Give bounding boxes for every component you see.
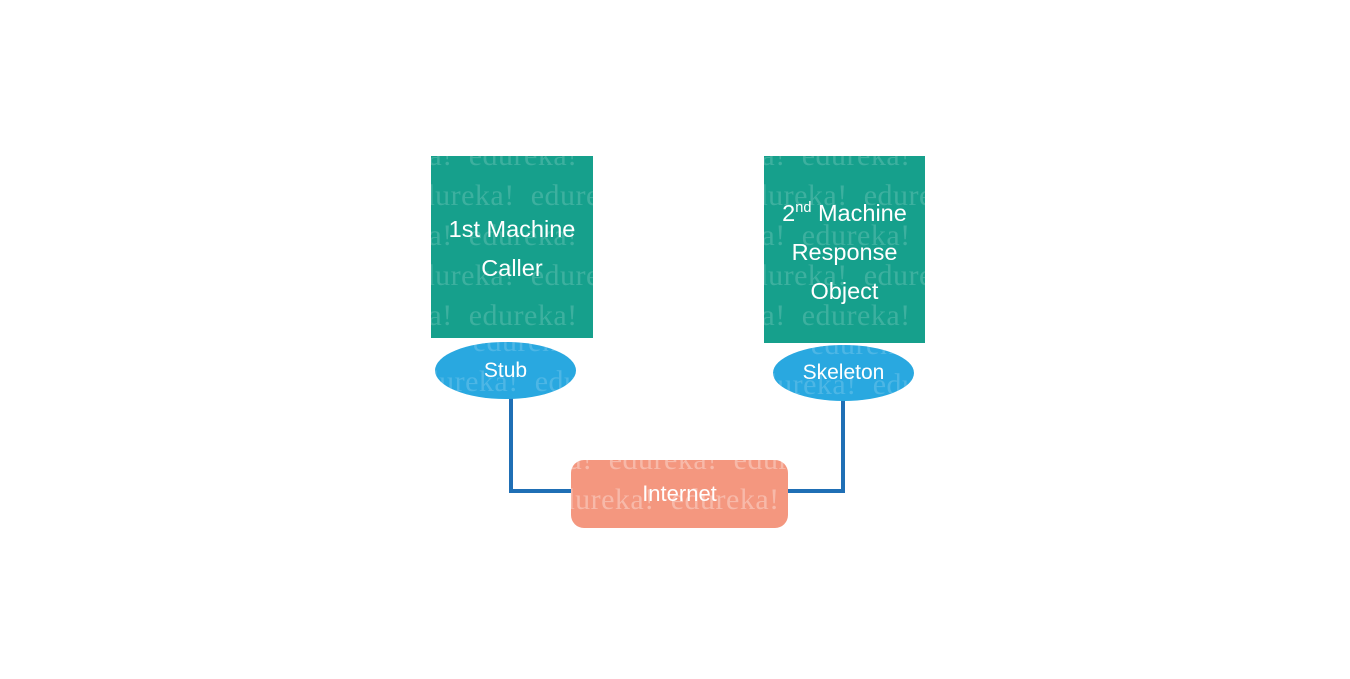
stub-label: Stub <box>483 358 528 382</box>
watermark-pattern: edureka! edureka! edureka! edureka! edur… <box>773 345 914 401</box>
watermark-pattern: edureka! edureka! edureka! edureka! edur… <box>431 156 593 332</box>
internet-node[interactable]: edureka! edureka! edureka! edureka! edur… <box>571 460 788 528</box>
connector-skeleton-horizontal <box>781 489 845 493</box>
connector-stub-vertical <box>509 392 513 493</box>
stub-node[interactable]: edureka! edureka! edureka! edureka! edur… <box>435 342 576 399</box>
machine-box-first[interactable]: edureka! edureka! edureka! edureka! edur… <box>431 156 593 338</box>
watermark-pattern: edureka! edureka! edureka! edureka! edur… <box>764 156 925 343</box>
skeleton-label: Skeleton <box>802 361 885 385</box>
connector-stub-horizontal <box>509 489 579 493</box>
connector-skeleton-vertical <box>841 394 845 493</box>
machine-right-number: 2 <box>782 200 796 226</box>
watermark-pattern: edureka! edureka! edureka! edureka! edur… <box>571 460 788 528</box>
machine-right-ordinal-suffix: nd <box>795 200 812 217</box>
machine-right-line1-rest: Machine <box>811 200 907 226</box>
watermark-pattern: edureka! edureka! edureka! edureka! edur… <box>435 342 576 398</box>
machine-right-line2: Response <box>791 239 898 266</box>
machine-left-line2: Caller <box>481 255 543 282</box>
machine-left-line1: 1st Machine <box>448 216 576 242</box>
internet-label: Internet <box>642 481 717 507</box>
machine-right-line3: Object <box>810 278 879 305</box>
machine-box-second[interactable]: edureka! edureka! edureka! edureka! edur… <box>764 156 925 343</box>
skeleton-node[interactable]: edureka! edureka! edureka! edureka! edur… <box>773 345 914 401</box>
